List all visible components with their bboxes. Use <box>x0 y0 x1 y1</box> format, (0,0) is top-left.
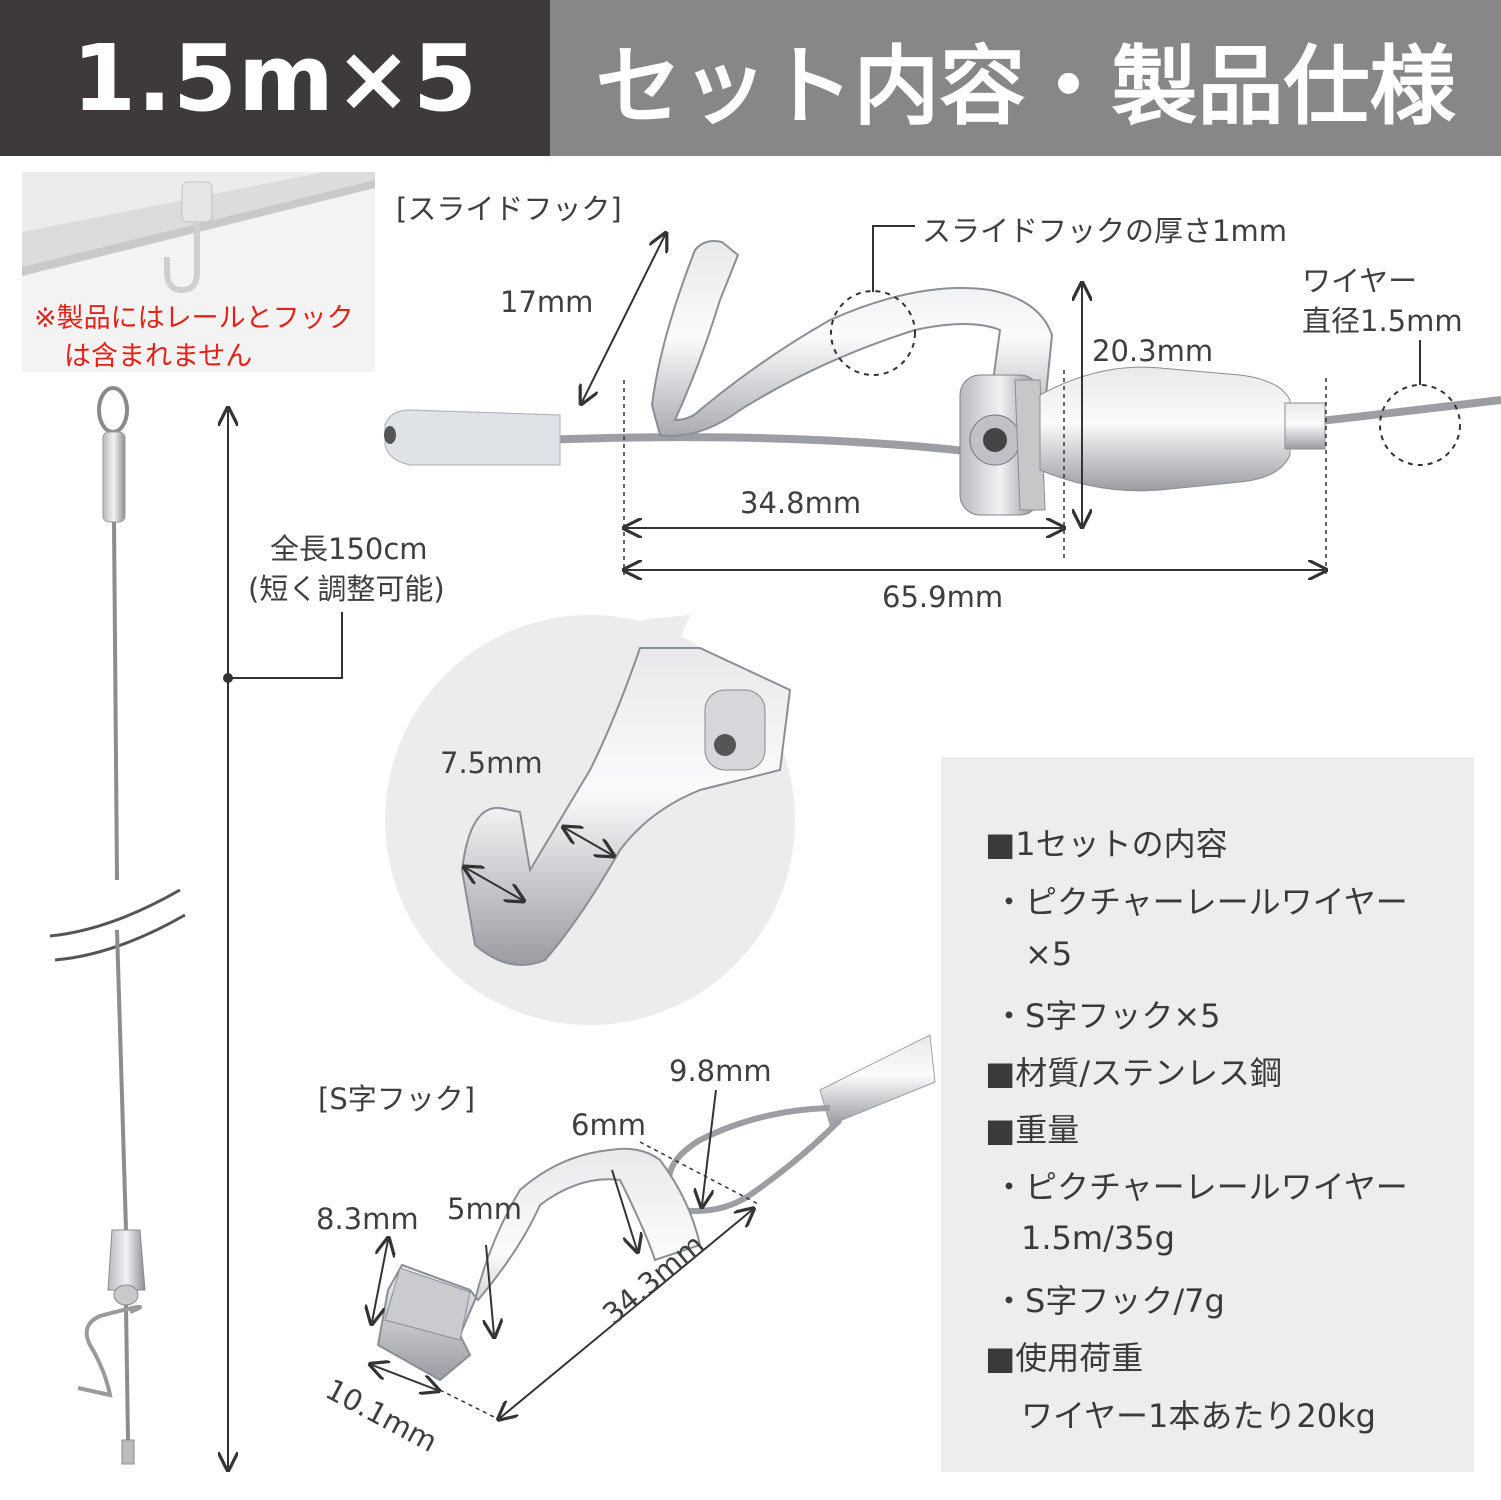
note-line-1: ※製品にはレールとフック <box>34 303 354 334</box>
slide-hook-thickness-label: スライドフックの厚さ1mm <box>922 214 1287 248</box>
spec-weight-wire: ・ピクチャーレールワイヤー <box>993 1168 1408 1206</box>
dim-34-8mm: 34.8mm <box>740 486 862 520</box>
dim-65-9mm: 65.9mm <box>882 580 1004 614</box>
spec-item-wire: ・ピクチャーレールワイヤー <box>993 883 1408 921</box>
dim-17mm: 17mm <box>500 285 594 319</box>
rail-photo-illustration <box>22 172 375 372</box>
spec-item-s-hook: ・S字フック×5 <box>993 997 1221 1035</box>
slide-hook-drawing <box>384 240 1501 516</box>
spec-set-contents-heading: ■1セットの内容 <box>985 825 1228 863</box>
spec-load-heading: ■使用荷重 <box>985 1339 1144 1377</box>
full-wire-drawing <box>49 386 186 1465</box>
spec-material: ■材質/ステンレス鋼 <box>985 1054 1283 1092</box>
header-right-title: セット内容・製品仕様 <box>550 0 1501 156</box>
spec-item-wire-qty: ×5 <box>1025 935 1073 973</box>
dim-7-5mm: 7.5mm <box>440 746 543 780</box>
spec-weight-heading: ■重量 <box>985 1111 1080 1149</box>
dim-6mm: 6mm <box>571 1108 646 1142</box>
zoom-circle <box>385 615 795 1025</box>
spec-load-value: ワイヤー1本あたり20kg <box>1021 1397 1376 1435</box>
s-hook-section-label: [S字フック] <box>318 1082 476 1116</box>
dim-5mm: 5mm <box>447 1192 522 1226</box>
dim-9-8mm: 9.8mm <box>669 1054 772 1088</box>
note-line-2: は含まれません <box>64 341 253 372</box>
spec-weight-wire-value: 1.5m/35g <box>1021 1219 1175 1257</box>
spec-weight-s-hook: ・S字フック/7g <box>993 1282 1225 1320</box>
header-left-title: 1.5m×5 <box>0 0 550 156</box>
wire-label-line-2: 直径1.5mm <box>1302 304 1463 338</box>
dim-20-3mm: 20.3mm <box>1092 334 1214 368</box>
length-label-line-2: (短く調整可能) <box>248 572 445 606</box>
spec-panel: ■1セットの内容 ・ピクチャーレールワイヤー ×5 ・S字フック×5 ■材質/ス… <box>941 757 1474 1472</box>
rail-photo: ※製品にはレールとフック は含まれません <box>22 172 375 372</box>
dim-8-3mm: 8.3mm <box>316 1202 419 1236</box>
length-label-line-1: 全長150cm <box>270 532 428 566</box>
wire-label-line-1: ワイヤー <box>1302 264 1418 298</box>
slide-hook-section-label: [スライドフック] <box>396 192 622 226</box>
